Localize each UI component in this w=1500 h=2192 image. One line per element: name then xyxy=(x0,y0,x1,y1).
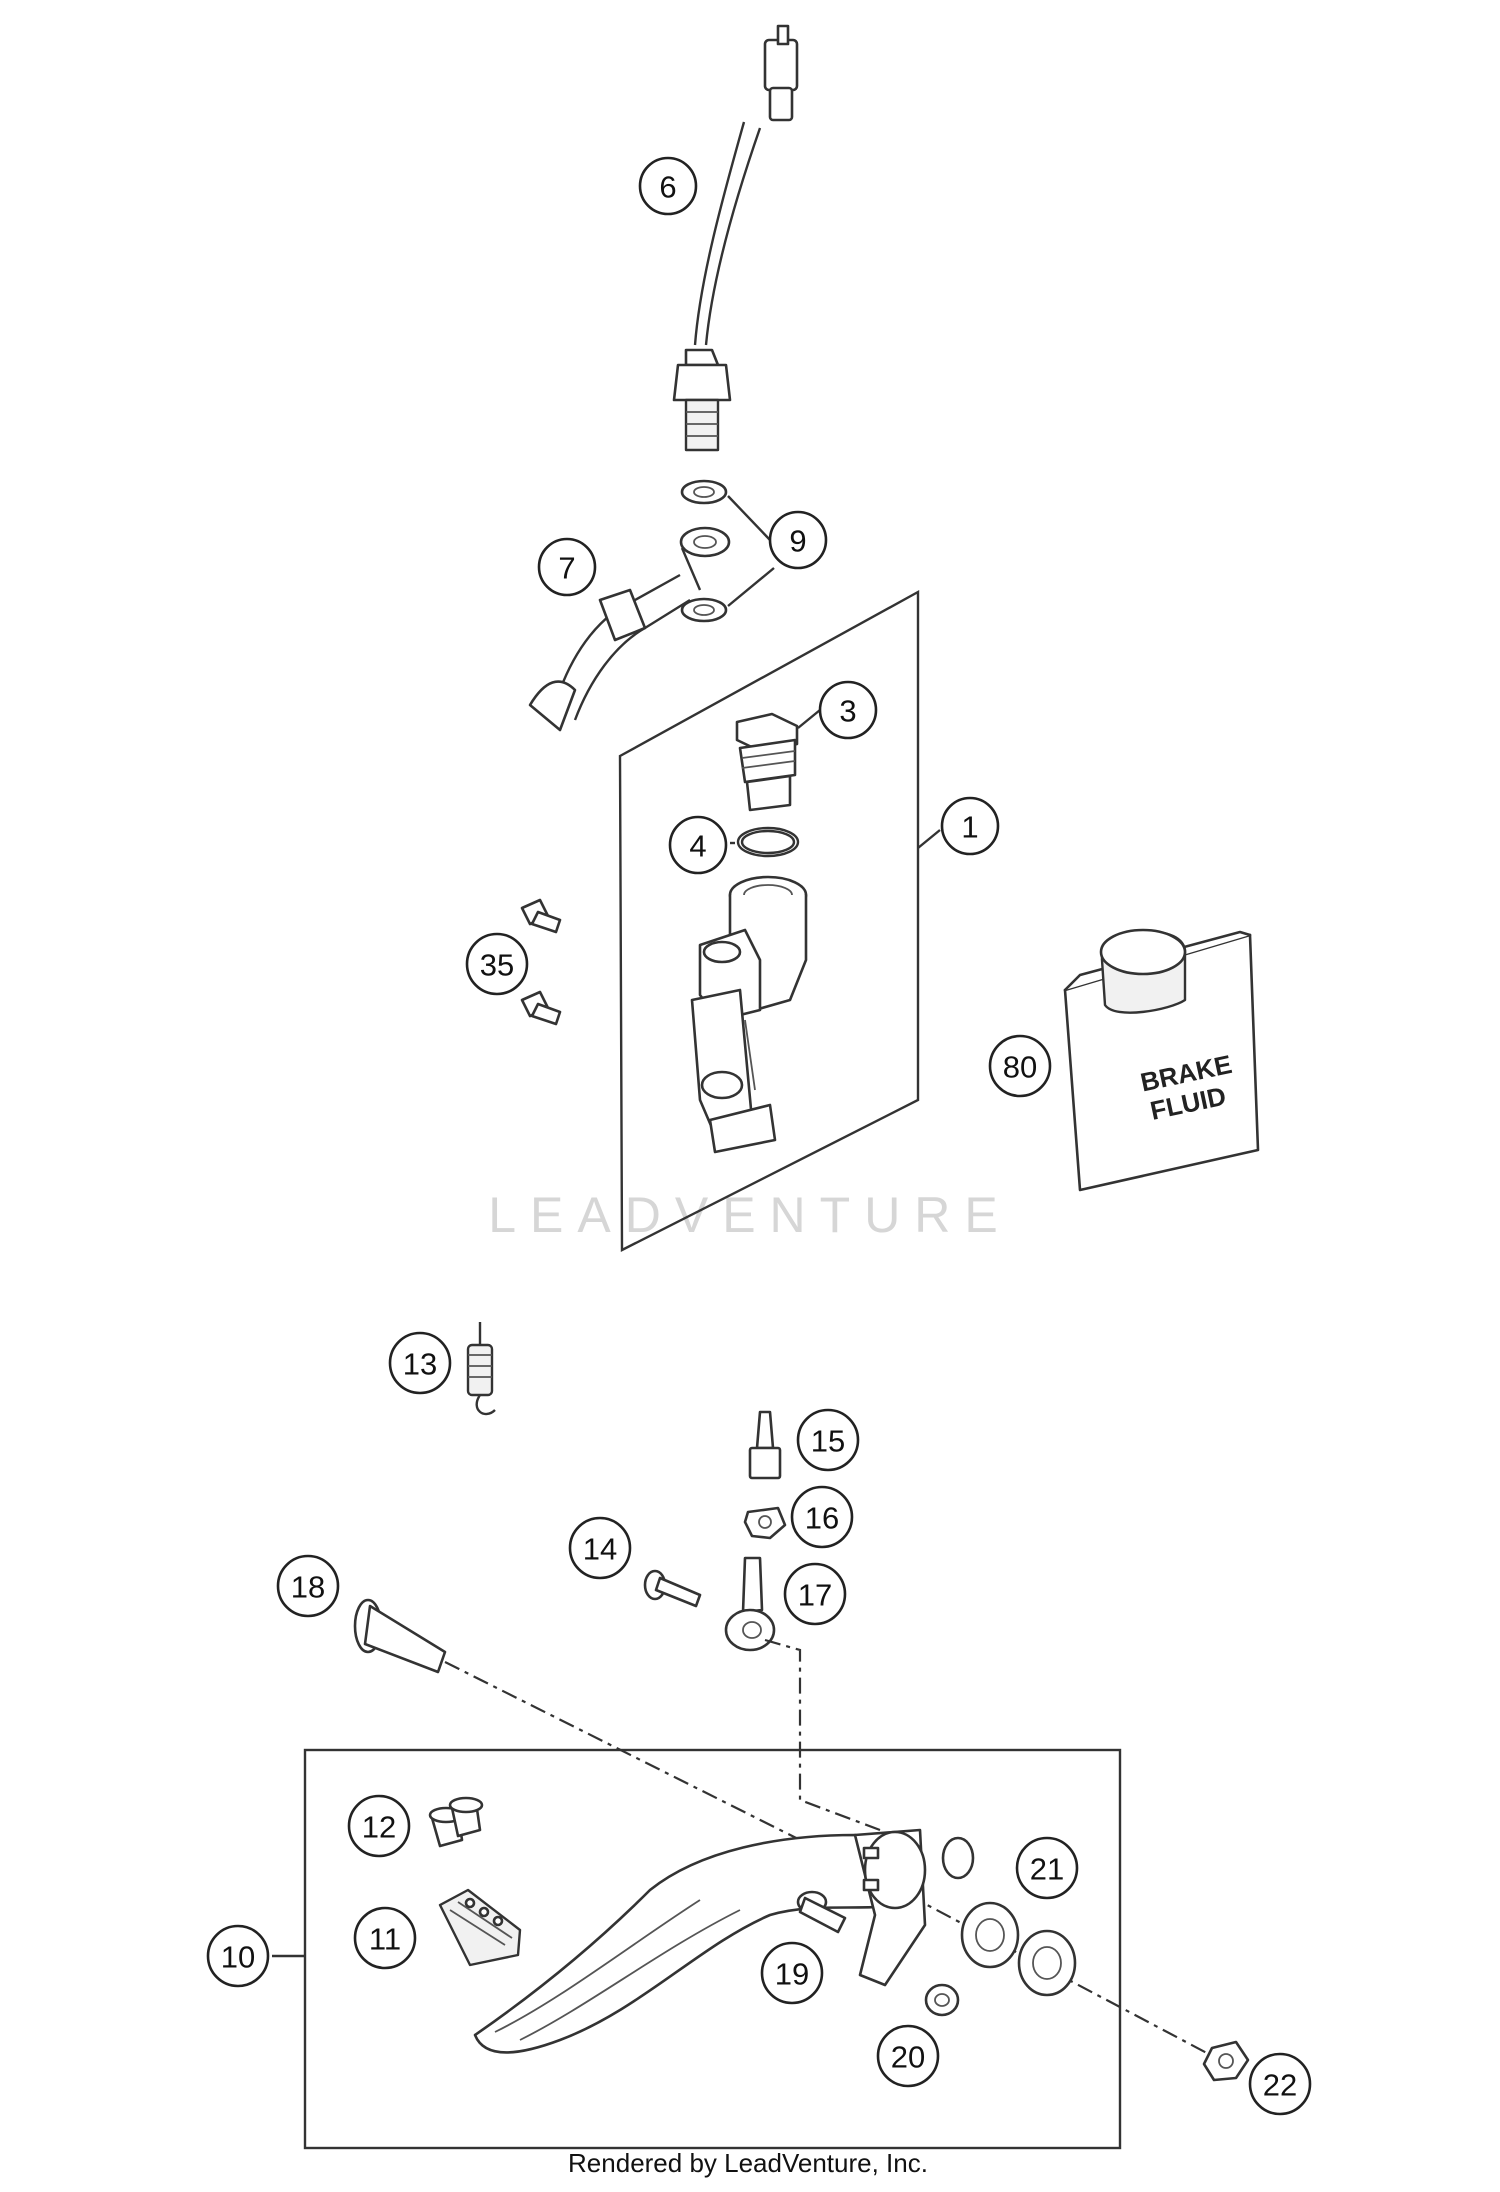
callout-label: 13 xyxy=(403,1347,437,1382)
callout-21[interactable]: 21 xyxy=(1015,1836,1079,1900)
callout-label: 20 xyxy=(891,2040,925,2075)
part-22-nut[interactable] xyxy=(1202,2040,1250,2082)
callout-10[interactable]: 10 xyxy=(206,1924,270,1988)
part-35-screws[interactable] xyxy=(520,898,562,1026)
watermark: LEADVENTURE xyxy=(488,1187,1012,1243)
callout-label: 19 xyxy=(775,1957,809,1992)
callout-6[interactable]: 6 xyxy=(638,156,698,216)
part-11-pedal-tip[interactable] xyxy=(438,1888,522,1967)
callout-label: 10 xyxy=(221,1940,255,1975)
part-18-pivot-bolt[interactable] xyxy=(353,1598,447,1674)
callout-label: 12 xyxy=(362,1810,396,1845)
callout-label: 1 xyxy=(961,810,978,845)
callout-14[interactable]: 14 xyxy=(568,1516,632,1580)
callout-17[interactable]: 17 xyxy=(783,1562,847,1626)
callout-label: 7 xyxy=(558,551,575,586)
master-cylinder-body xyxy=(690,875,808,1154)
part-21-bearings[interactable] xyxy=(960,1901,1077,1997)
callout-7[interactable]: 7 xyxy=(537,537,597,597)
callout-3[interactable]: 3 xyxy=(818,680,878,740)
callout-label: 35 xyxy=(480,948,514,983)
callout-label: 17 xyxy=(798,1578,832,1613)
callout-18[interactable]: 18 xyxy=(276,1554,340,1618)
part-19-pin[interactable] xyxy=(796,1890,847,1934)
part-6-brake-switch[interactable] xyxy=(672,24,799,452)
part-10-brake-pedal-frame[interactable] xyxy=(272,1748,1122,2150)
callout-9[interactable]: 9 xyxy=(768,510,828,570)
callout-11[interactable]: 11 xyxy=(353,1906,417,1970)
part-9-washers[interactable] xyxy=(680,479,728,623)
callout-label: 14 xyxy=(583,1532,617,1567)
callout-35[interactable]: 35 xyxy=(465,932,529,996)
part-4-o-ring[interactable] xyxy=(736,826,800,858)
callout-label: 4 xyxy=(689,829,706,864)
callout-1[interactable]: 1 xyxy=(940,796,1000,856)
callout-22[interactable]: 22 xyxy=(1248,2052,1312,2116)
callout-label: 18 xyxy=(291,1570,325,1605)
callout-12[interactable]: 12 xyxy=(347,1794,411,1858)
part-1-master-cylinder-panel[interactable] xyxy=(618,589,941,1252)
callout-4[interactable]: 4 xyxy=(668,815,728,875)
part-20-washer[interactable] xyxy=(924,1983,960,2017)
part-15-bleed-screw[interactable] xyxy=(748,1410,782,1480)
callout-20[interactable]: 20 xyxy=(876,2024,940,2088)
callout-16[interactable]: 16 xyxy=(790,1485,854,1549)
callout-label: 3 xyxy=(839,694,856,729)
callout-label: 22 xyxy=(1263,2068,1297,2103)
callout-19[interactable]: 19 xyxy=(760,1941,824,2005)
callout-label: 9 xyxy=(789,524,806,559)
callout-label: 11 xyxy=(369,1922,401,1957)
callout-label: 16 xyxy=(805,1501,839,1536)
callout-13[interactable]: 13 xyxy=(388,1331,452,1395)
part-12-small-parts[interactable] xyxy=(428,1796,484,1848)
callout-label: 80 xyxy=(1003,1050,1037,1085)
callout-label: 21 xyxy=(1030,1852,1064,1887)
part-3-cap[interactable] xyxy=(735,712,799,812)
part-80-brake-fluid[interactable]: BRAKE FLUID xyxy=(1063,928,1260,1192)
leader-lines xyxy=(727,495,821,845)
callout-label: 6 xyxy=(659,170,676,205)
part-13-spring[interactable] xyxy=(466,1322,496,1416)
callout-15[interactable]: 15 xyxy=(796,1408,860,1472)
part-17-clevis[interactable] xyxy=(724,1556,776,1652)
part-14-bolt[interactable] xyxy=(643,1569,702,1608)
callout-80[interactable]: 80 xyxy=(988,1034,1052,1098)
callout-label: 15 xyxy=(811,1424,845,1459)
footer-credit: Rendered by LeadVenture, Inc. xyxy=(568,2148,928,2178)
part-16-nut[interactable] xyxy=(743,1506,787,1540)
brake-lever xyxy=(473,1828,975,2054)
part-7-brake-hose[interactable] xyxy=(528,526,731,732)
